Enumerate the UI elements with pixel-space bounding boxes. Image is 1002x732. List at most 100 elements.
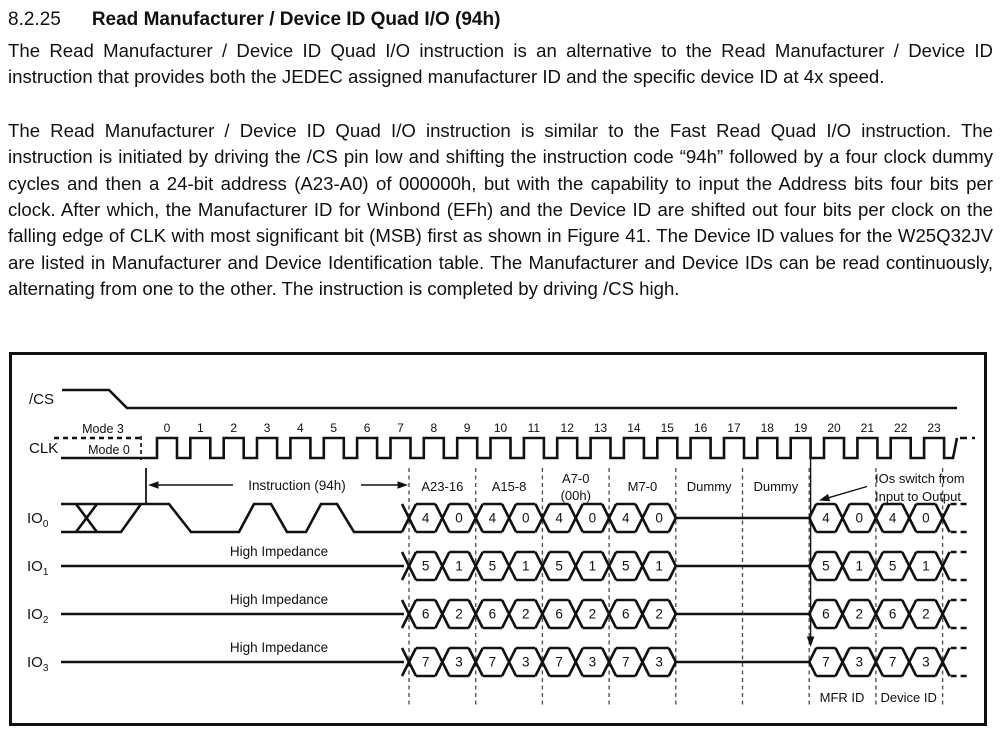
svg-text:3: 3 bbox=[855, 655, 863, 670]
svg-text:2: 2 bbox=[589, 607, 597, 622]
svg-text:6: 6 bbox=[889, 607, 897, 622]
svg-text:Device ID: Device ID bbox=[881, 690, 937, 705]
svg-text:3: 3 bbox=[522, 655, 530, 670]
svg-text:4: 4 bbox=[555, 511, 563, 526]
svg-text:4: 4 bbox=[297, 421, 304, 435]
svg-text:19: 19 bbox=[794, 421, 808, 435]
svg-text:5: 5 bbox=[889, 559, 897, 574]
svg-text:5: 5 bbox=[822, 559, 830, 574]
svg-text:3: 3 bbox=[455, 655, 463, 670]
svg-text:5: 5 bbox=[330, 421, 337, 435]
svg-text:13: 13 bbox=[594, 421, 608, 435]
svg-text:23: 23 bbox=[927, 421, 941, 435]
svg-text:2: 2 bbox=[655, 607, 663, 622]
svg-text:(00h): (00h) bbox=[561, 488, 591, 503]
svg-text:7: 7 bbox=[822, 655, 830, 670]
svg-text:20: 20 bbox=[827, 421, 841, 435]
section-number: 8.2.25 bbox=[8, 9, 61, 30]
svg-text:4: 4 bbox=[489, 511, 497, 526]
svg-text:IO0: IO0 bbox=[27, 510, 49, 530]
svg-text:3: 3 bbox=[655, 655, 663, 670]
svg-text:0: 0 bbox=[455, 511, 463, 526]
svg-text:0: 0 bbox=[922, 511, 930, 526]
svg-text:9: 9 bbox=[464, 421, 471, 435]
svg-text:5: 5 bbox=[622, 559, 630, 574]
svg-text:Input to Output: Input to Output bbox=[875, 489, 961, 504]
svg-text:IOs switch from: IOs switch from bbox=[875, 471, 965, 486]
svg-text:7: 7 bbox=[555, 655, 563, 670]
svg-text:Instruction (94h): Instruction (94h) bbox=[248, 478, 346, 493]
instruction-dimension: Instruction (94h) bbox=[145, 468, 408, 504]
svg-text:16: 16 bbox=[694, 421, 708, 435]
svg-text:A23-16: A23-16 bbox=[421, 479, 463, 494]
svg-text:2: 2 bbox=[855, 607, 863, 622]
svg-text:1: 1 bbox=[455, 559, 463, 574]
svg-text:High Impedance: High Impedance bbox=[230, 544, 328, 559]
svg-text:Dummy: Dummy bbox=[687, 479, 732, 494]
svg-text:6: 6 bbox=[622, 607, 630, 622]
svg-text:2: 2 bbox=[230, 421, 237, 435]
figure-frame bbox=[9, 352, 987, 726]
svg-text:10: 10 bbox=[494, 421, 508, 435]
svg-text:CLK: CLK bbox=[29, 440, 58, 457]
svg-text:2: 2 bbox=[455, 607, 463, 622]
svg-text:6: 6 bbox=[555, 607, 563, 622]
svg-text:5: 5 bbox=[422, 559, 430, 574]
svg-text:15: 15 bbox=[661, 421, 675, 435]
svg-text:High Impedance: High Impedance bbox=[230, 640, 328, 655]
svg-text:4: 4 bbox=[622, 511, 630, 526]
svg-text:4: 4 bbox=[889, 511, 897, 526]
svg-text:6: 6 bbox=[422, 607, 430, 622]
svg-text:Mode 3: Mode 3 bbox=[82, 422, 124, 436]
svg-text:12: 12 bbox=[561, 421, 575, 435]
section-title: Read Manufacturer / Device ID Quad I/O (… bbox=[91, 9, 501, 30]
svg-text:7: 7 bbox=[422, 655, 430, 670]
svg-text:1: 1 bbox=[922, 559, 930, 574]
svg-text:0: 0 bbox=[855, 511, 863, 526]
svg-text:Dummy: Dummy bbox=[753, 479, 798, 494]
svg-text:IO3: IO3 bbox=[27, 654, 49, 674]
svg-text:6: 6 bbox=[364, 421, 371, 435]
svg-text:1: 1 bbox=[655, 559, 663, 574]
svg-text:5: 5 bbox=[489, 559, 497, 574]
svg-text:7: 7 bbox=[397, 421, 404, 435]
svg-text:6: 6 bbox=[489, 607, 497, 622]
svg-text:MFR ID: MFR ID bbox=[820, 690, 865, 705]
svg-text:0: 0 bbox=[164, 421, 171, 435]
svg-text:5: 5 bbox=[555, 559, 563, 574]
svg-text:0: 0 bbox=[589, 511, 597, 526]
svg-text:3: 3 bbox=[264, 421, 271, 435]
svg-text:2: 2 bbox=[522, 607, 530, 622]
paragraph-intro: The Read Manufacturer / Device ID Quad I… bbox=[8, 40, 993, 88]
svg-text:2: 2 bbox=[922, 607, 930, 622]
svg-text:6: 6 bbox=[822, 607, 830, 622]
svg-text:IO1: IO1 bbox=[27, 558, 49, 578]
section-heading: 8.2.25 Read Manufacturer / Device ID Qua… bbox=[0, 0, 1002, 31]
svg-text:3: 3 bbox=[922, 655, 930, 670]
paragraph-detail: The Read Manufacturer / Device ID Quad I… bbox=[8, 119, 993, 300]
phase-boundaries bbox=[408, 468, 944, 708]
svg-text:4: 4 bbox=[422, 511, 430, 526]
svg-text:8: 8 bbox=[430, 421, 437, 435]
svg-text:18: 18 bbox=[761, 421, 775, 435]
svg-text:7: 7 bbox=[489, 655, 497, 670]
svg-text:3: 3 bbox=[589, 655, 597, 670]
svg-text:4: 4 bbox=[822, 511, 830, 526]
svg-text:1: 1 bbox=[197, 421, 204, 435]
svg-text:11: 11 bbox=[528, 421, 541, 435]
svg-text:High Impedance: High Impedance bbox=[230, 592, 328, 607]
svg-text:0: 0 bbox=[655, 511, 663, 526]
svg-text:1: 1 bbox=[522, 559, 530, 574]
svg-text:14: 14 bbox=[627, 421, 641, 435]
svg-text:/CS: /CS bbox=[29, 391, 54, 408]
svg-text:Mode 0: Mode 0 bbox=[88, 443, 130, 457]
